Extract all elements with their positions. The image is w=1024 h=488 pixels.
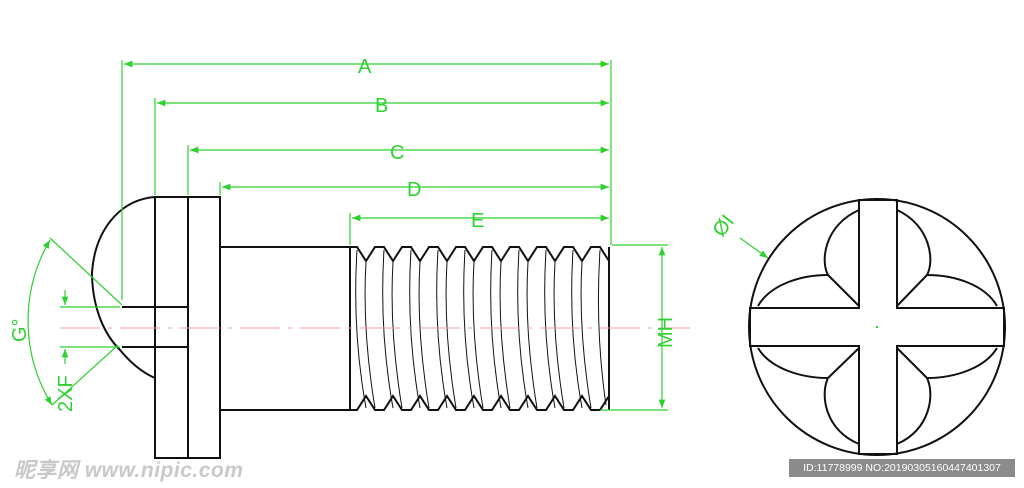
thread-helix-lines [355,249,607,409]
screw-head-dome [90,196,188,459]
dim-label-d: D [407,179,421,201]
dimension-labels: A B C D E MH G° 2XF ØI [9,56,739,412]
flute-bottom-right-inner [896,347,928,379]
dim-label-g: G° [9,318,31,342]
screw-shank [220,246,350,411]
flute-bottom-left-inner [827,347,860,379]
dimension-lines [27,60,769,411]
watermark-id-bar: ID:11778999 NO:20190305160447401307 [789,459,1015,477]
flute-top-left-inner [827,274,860,307]
dim-label-f: 2XF [55,375,77,412]
flute-top-right-inner [896,274,928,307]
dim-g-arc [27,239,53,406]
watermark-site: 昵享网 www.nipic.com [14,459,244,482]
screw-end-view [748,198,1006,456]
screw-head-slot [122,306,189,348]
dim-label-c: C [390,142,404,164]
phillips-cross-recess [749,199,1005,455]
dim-i-leader [739,237,769,259]
dim-label-i: ØI [709,211,739,241]
thread-profile-bottom [350,394,610,411]
thread-profile-top [350,246,610,265]
end-view-center-dot [875,325,879,329]
dim-label-b: B [375,95,388,117]
dim-label-e: E [471,210,484,232]
dim-label-h: MH [655,317,677,348]
dim-label-a: A [358,56,372,78]
